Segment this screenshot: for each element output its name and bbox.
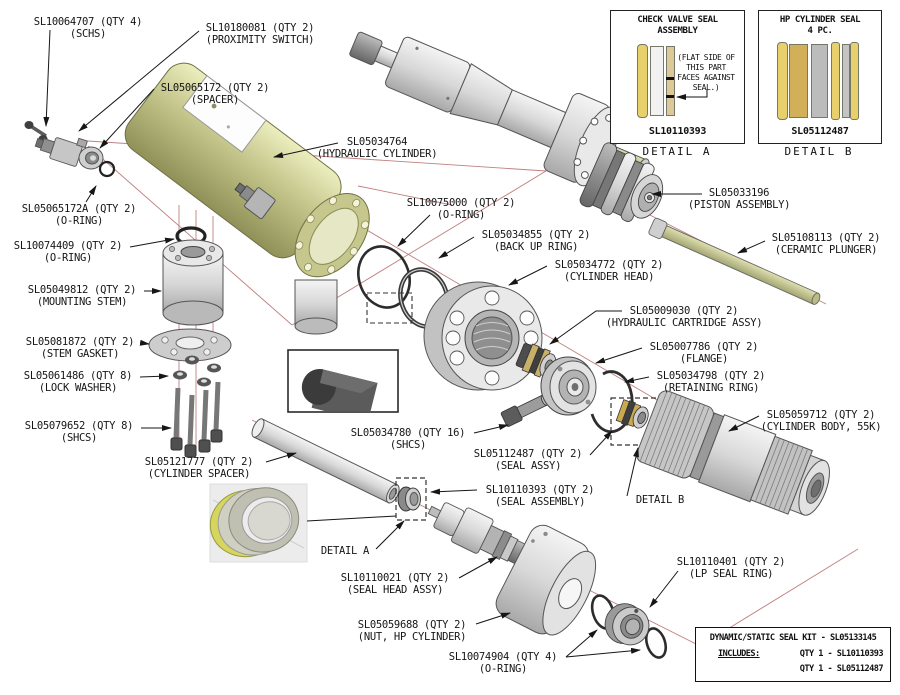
label-cylinder-head: SL05034772 (QTY 2)(CYLINDER HEAD)	[554, 259, 664, 284]
label-mounting-stem: SL05049812 (QTY 2)(MOUNTING STEM)	[27, 284, 137, 309]
photo-inset-box	[287, 349, 399, 413]
label-detail-a-callout: DETAIL A	[320, 545, 370, 557]
label-seal-head-assy: SL10110021 (QTY 2)(SEAL HEAD ASSY)	[340, 572, 450, 597]
lock-washers-drawing	[173, 355, 221, 387]
piston-assembly-drawing	[579, 142, 664, 222]
seal-kit-title: DYNAMIC/STATIC SEAL KIT - SL05133145	[709, 633, 877, 643]
proximity-switch-hardware-drawing	[24, 121, 116, 178]
label-hydraulic-cartridge: SL05009030 (QTY 2)(HYDRAULIC CARTRIDGE A…	[605, 305, 763, 330]
label-piston-assembly: SL05033196(PISTON ASSEMBLY)	[687, 187, 791, 212]
cylinder-head-drawing	[423, 281, 543, 391]
label-detail-b-callout: DETAIL B	[635, 494, 685, 506]
seal-strip-2	[789, 44, 808, 118]
seal-ring-photo-inset	[209, 483, 397, 563]
label-proximity-switch: SL10180081 (QTY 2)(PROXIMITY SWITCH)	[205, 22, 315, 47]
seal-kit-includes-label: INCLUDES:	[718, 649, 760, 659]
leader-lines	[43, 29, 766, 658]
shcs-bolts-drawing	[173, 381, 221, 446]
seal-strip-yellow	[637, 44, 648, 118]
label-nut-hp-cylinder: SL05059688 (QTY 2)(NUT, HP CYLINDER)	[357, 619, 467, 644]
seal-strip-4	[831, 42, 840, 120]
seal-strip-3	[811, 44, 828, 118]
label-lp-seal-ring: SL10110401 (QTY 2)(LP SEAL RING)	[676, 556, 786, 581]
label-shcs-16: SL05034780 (QTY 16)(SHCS)	[350, 427, 466, 452]
label-ceramic-plunger: SL05108113 (QTY 2)(CERAMIC PLUNGER)	[771, 232, 881, 257]
detail-a-caption: DETAIL A	[642, 145, 712, 158]
seal-strip-5	[842, 44, 850, 118]
cylinder-body-drawing	[636, 390, 830, 516]
flange-drawing	[540, 356, 597, 416]
label-retaining-ring: SL05034798 (QTY 2)(RETAINING RING)	[656, 370, 766, 395]
label-o-ring-c: SL10075000 (QTY 2)(O-RING)	[406, 197, 516, 222]
label-schs-top: SL10064707 (QTY 4)(SCHS)	[33, 16, 143, 41]
seal-kit-box: DYNAMIC/STATIC SEAL KIT - SL05133145 INC…	[695, 627, 891, 682]
detail-a-part-number: SL10110393	[648, 126, 707, 137]
seal-strip-white	[650, 46, 664, 116]
nut-hp-cylinder-drawing	[495, 524, 597, 636]
detail-b-caption: DETAIL B	[784, 145, 854, 158]
label-o-ring-b: SL10074409 (QTY 2)(O-RING)	[13, 240, 123, 265]
label-cylinder-body: SL05059712 (QTY 2)(CYLINDER BODY, 55K)	[760, 409, 882, 434]
complete-cylinder-assembly-drawing	[349, 31, 650, 187]
label-o-ring-a: SL05065172A (QTY 2)(O-RING)	[21, 203, 137, 228]
seal-kit-item-2: QTY 1 - SL05112487	[799, 664, 884, 674]
label-flange: SL05007786 (QTY 2)(FLANGE)	[649, 341, 759, 366]
ceramic-plunger-drawing	[648, 217, 821, 305]
label-spacer: SL05065172 (QTY 2)(SPACER)	[160, 82, 270, 107]
mounting-stem-parts-drawing	[148, 226, 232, 458]
detail-a-note-leader	[666, 77, 708, 100]
label-lock-washer: SL05061486 (QTY 8)(LOCK WASHER)	[23, 370, 133, 395]
lp-seal-ring-drawing	[604, 603, 650, 646]
detail-b-part-number: SL05112487	[791, 126, 849, 137]
seal-strip-1	[777, 42, 788, 120]
label-stem-gasket: SL05081872 (QTY 2)(STEM GASKET)	[25, 336, 135, 361]
label-seal-assy: SL05112487 (QTY 2)(SEAL ASSY)	[473, 448, 583, 473]
seal-strip-tan	[666, 46, 675, 116]
seal-strip-6	[850, 42, 859, 120]
label-o-ring-d: SL10074904 (QTY 4)(O-RING)	[448, 651, 558, 676]
hydraulic-cylinder-drawing	[124, 62, 370, 335]
label-hydraulic-cylinder: SL05034764(HYDRAULIC CYLINDER)	[316, 136, 438, 161]
detail-a-seal-drawing	[395, 477, 427, 521]
seal-kit-item-1: QTY 1 - SL10110393	[799, 649, 884, 659]
label-seal-assembly: SL10110393 (QTY 2)(SEAL ASSEMBLY)	[485, 484, 595, 509]
label-shcs-8: SL05079652 (QTY 8)(SHCS)	[24, 420, 134, 445]
label-back-up-ring: SL05034855 (QTY 2)(BACK UP RING)	[481, 229, 591, 254]
label-cylinder-spacer: SL05121777 (QTY 2)(CYLINDER SPACER)	[144, 456, 254, 481]
